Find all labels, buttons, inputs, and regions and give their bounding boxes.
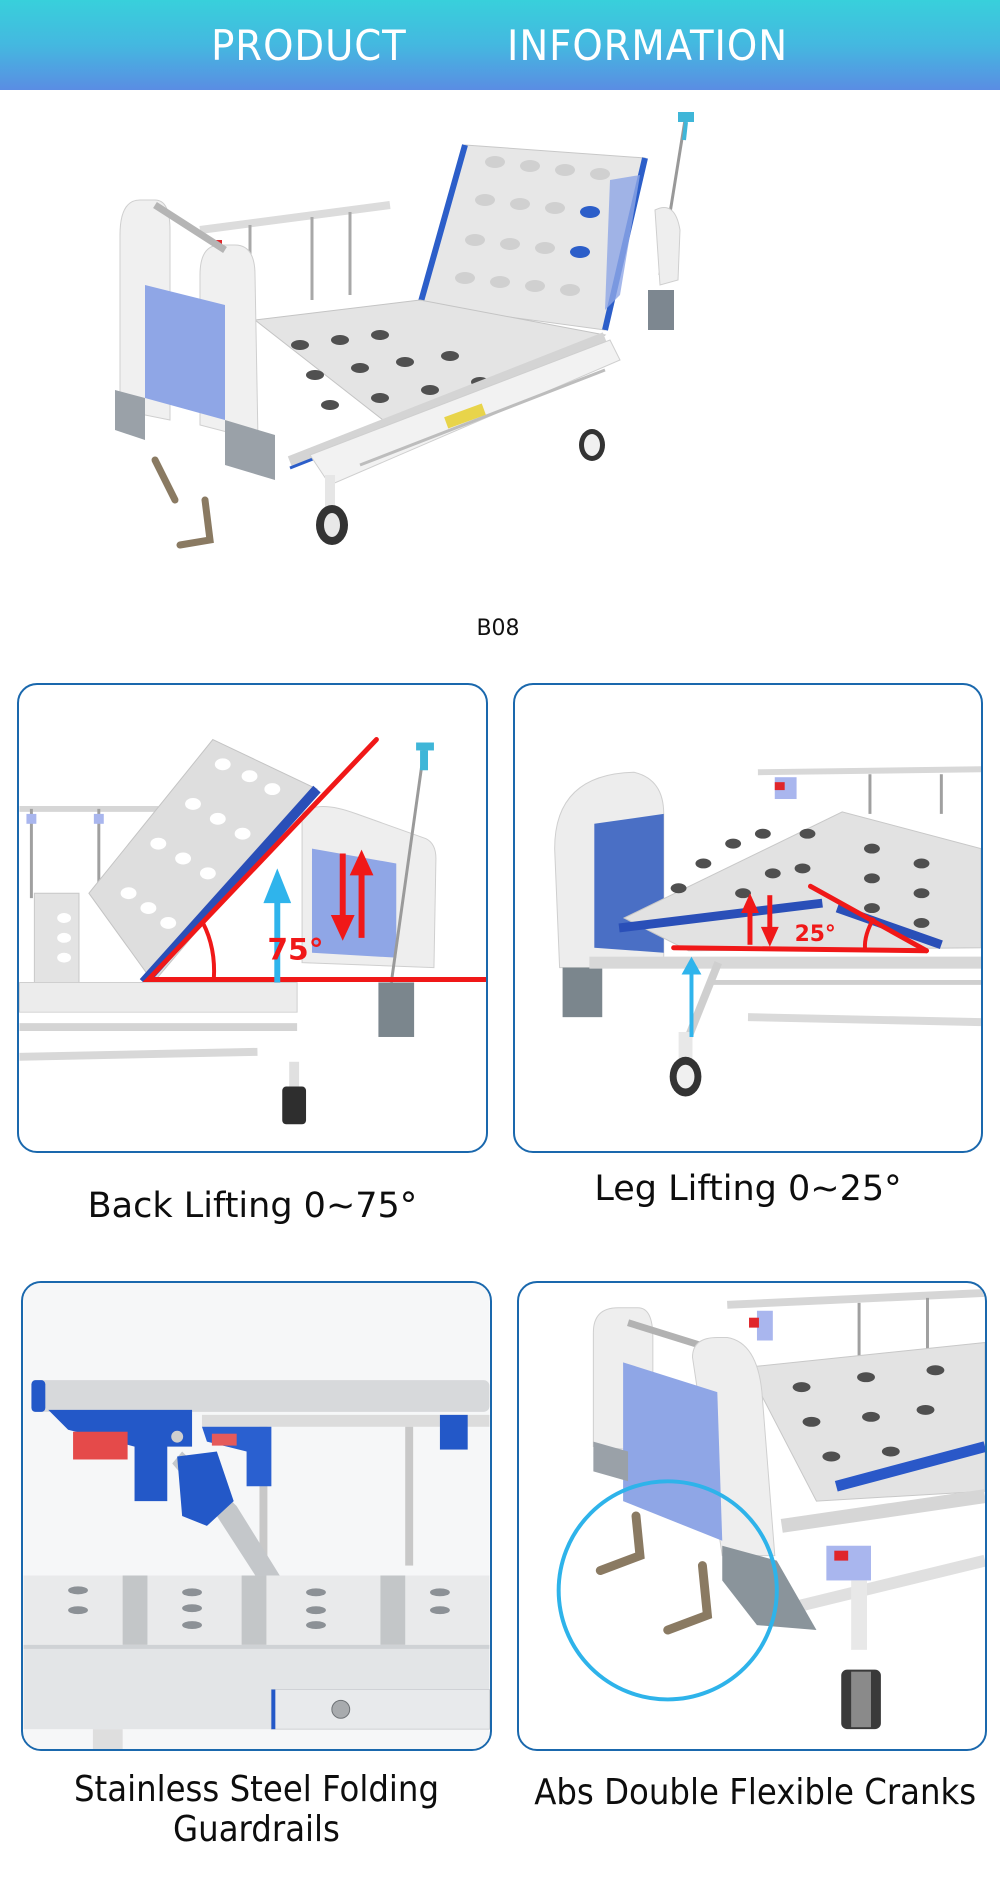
angle-label: 25°	[795, 922, 836, 947]
feature-card-folding-guardrails	[21, 1281, 492, 1751]
feature-caption-leg-lifting: Leg Lifting 0~25°	[594, 1169, 902, 1209]
back-lifting-illustration: 75°	[19, 737, 486, 1125]
angle-label: 75°	[267, 933, 323, 968]
leg-lifting-illustration: 25°	[554, 766, 981, 1097]
feature-card-back-lifting: 75°	[17, 683, 488, 1153]
feature-card-double-cranks	[517, 1281, 987, 1751]
feature-caption-double-cranks: Abs Double Flexible Cranks	[534, 1772, 977, 1813]
hero-product-image	[100, 100, 850, 650]
caption-line-1: Stainless Steel Folding	[73, 1769, 440, 1810]
caption-line-2: Guardrails	[173, 1809, 340, 1851]
crank-highlight-circle	[556, 1479, 779, 1702]
feature-card-leg-lifting: 25°	[513, 683, 983, 1153]
feature-caption-folding-guardrails: Stainless Steel Folding Guardrails	[45, 1769, 469, 1851]
feature-caption-back-lifting: Back Lifting 0~75°	[87, 1186, 418, 1226]
model-number: B08	[476, 616, 520, 641]
page-title: PRODUCT INFORMATION	[211, 20, 789, 70]
double-crank-illustration	[556, 1288, 985, 1730]
header-banner: PRODUCT INFORMATION	[0, 0, 1000, 90]
hospital-bed-illustration	[115, 112, 694, 549]
folding-guardrail-illustration	[23, 1283, 490, 1749]
